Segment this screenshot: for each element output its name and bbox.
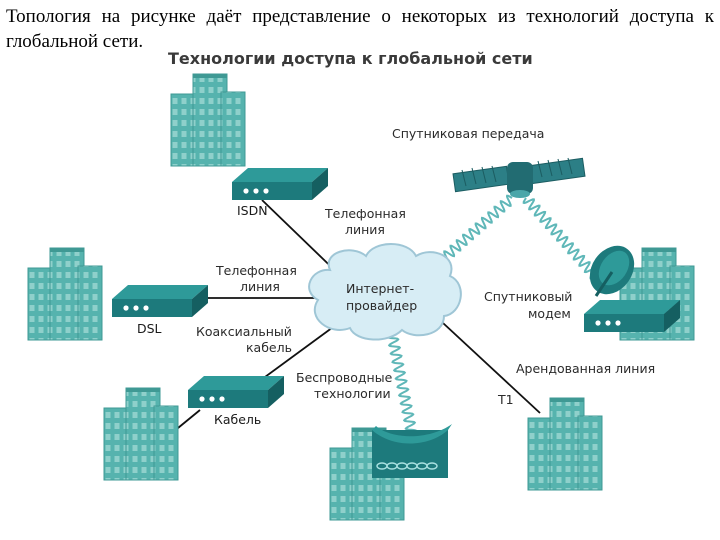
dsl-label: DSL bbox=[137, 321, 162, 336]
building-cable-line bbox=[177, 409, 201, 429]
t1-label: T1 bbox=[497, 392, 514, 407]
isdn-modem bbox=[232, 168, 328, 200]
isp-label-line2: провайдер bbox=[346, 298, 417, 313]
wireless-wave bbox=[386, 333, 418, 435]
satellite-icon bbox=[452, 157, 586, 198]
wireless-label-line2: технологии bbox=[314, 386, 391, 401]
satellite-label: Спутниковая передача bbox=[392, 126, 544, 141]
dsl-link-label-line1: Телефонная bbox=[215, 263, 297, 278]
diagram-title: Технологии доступа к глобальной сети bbox=[168, 49, 533, 68]
building-cable bbox=[103, 387, 179, 481]
satellite-modem-label-line1: Спутниковый bbox=[484, 289, 572, 304]
isdn-label: ISDN bbox=[237, 203, 268, 218]
isp-label-line1: Интернет- bbox=[346, 281, 414, 296]
cable-label: Кабель bbox=[214, 412, 261, 427]
satellite-modem-label-line2: модем bbox=[528, 306, 571, 321]
coax-label-line1: Коаксиальный bbox=[196, 324, 292, 339]
intro-paragraph: Топология на рисунке даёт представление … bbox=[6, 6, 714, 52]
isdn-link-label-line2: линия bbox=[345, 222, 385, 237]
dsl-modem bbox=[112, 285, 208, 317]
isp-cloud: Интернет- провайдер bbox=[308, 243, 462, 341]
dsl-link-label-line2: линия bbox=[240, 279, 280, 294]
wireless-device bbox=[372, 424, 452, 478]
satellite-modem bbox=[584, 300, 680, 332]
satellite-dish-icon bbox=[589, 245, 635, 297]
leased-line-label: Арендованная линия bbox=[516, 361, 655, 376]
cable-modem bbox=[188, 376, 284, 408]
isdn-link-label-line1: Телефонная bbox=[324, 206, 406, 221]
wireless-label-line1: Беспроводные bbox=[296, 370, 393, 385]
building-isdn bbox=[170, 73, 246, 167]
t1-line bbox=[442, 322, 541, 414]
building-dsl bbox=[27, 247, 103, 341]
coax-label-line2: кабель bbox=[246, 340, 292, 355]
